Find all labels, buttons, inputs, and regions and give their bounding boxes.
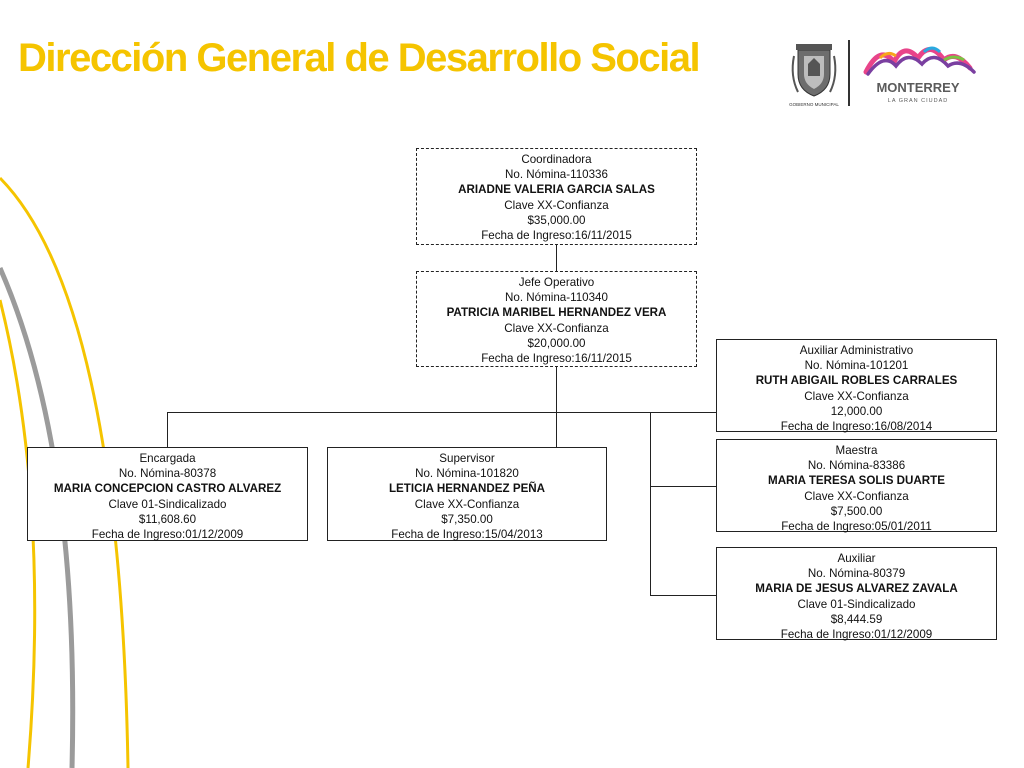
- municipal-seal-logo: GOBIERNO MUNICIPAL MONTERREY LA GRAN CIU…: [789, 40, 976, 107]
- connector-maestra: [650, 486, 716, 487]
- org-box-maestra: Maestra No. Nómina-83386 MARIA TERESA SO…: [716, 439, 997, 534]
- fecha-ingreso: Fecha de Ingreso:16/11/2015: [481, 352, 632, 366]
- fecha-ingreso: Fecha de Ingreso:01/12/2009: [780, 628, 933, 642]
- employee-name: ARIADNE VALERIA GARCIA SALAS: [458, 183, 655, 197]
- seal-text: GOBIERNO MUNICIPAL: [789, 102, 839, 107]
- org-box-jefe-operativo: Jefe Operativo No. Nómina-110340 PATRICI…: [416, 271, 697, 367]
- connector-coord-jefe: [556, 245, 557, 271]
- connector-horizontal: [167, 412, 716, 413]
- role: Jefe Operativo: [518, 276, 595, 289]
- role: Supervisor: [439, 452, 495, 465]
- salary: $11,608.60: [138, 512, 197, 526]
- org-box-auxiliar: Auxiliar No. Nómina-80379 MARIA DE JESUS…: [716, 547, 997, 642]
- nomina: No. Nómina-83386: [807, 459, 906, 473]
- employee-name: MARIA CONCEPCION CASTRO ALVAREZ: [53, 482, 282, 496]
- salary: $20,000.00: [527, 336, 586, 350]
- connector-jefe-down: [556, 366, 557, 448]
- employee-name: PATRICIA MARIBEL HERNANDEZ VERA: [446, 306, 667, 320]
- nomina: No. Nómina-101820: [415, 467, 519, 481]
- org-box-auxiliar-administrativo: Auxiliar Administrativo No. Nómina-10120…: [716, 339, 997, 434]
- role: Maestra: [835, 444, 878, 457]
- employee-name: LETICIA HERNANDEZ PEÑA: [388, 482, 546, 496]
- role: Encargada: [139, 452, 196, 465]
- salary: $35,000.00: [527, 213, 586, 227]
- clave: Clave XX-Confianza: [804, 389, 909, 403]
- connector-auxiliar: [650, 595, 716, 596]
- employee-name: MARIA DE JESUS ALVAREZ ZAVALA: [755, 582, 958, 596]
- nomina: No. Nómina-110340: [505, 291, 608, 305]
- fecha-ingreso: Fecha de Ingreso:16/11/2015: [481, 229, 632, 243]
- fecha-ingreso: Fecha de Ingreso:16/08/2014: [780, 420, 933, 434]
- connector-right-vertical: [650, 412, 651, 596]
- fecha-ingreso: Fecha de Ingreso:01/12/2009: [91, 528, 244, 542]
- org-box-coordinadora: Coordinadora No. Nómina-110336 ARIADNE V…: [416, 148, 697, 245]
- salary: $8,444.59: [830, 612, 883, 626]
- clave: Clave XX-Confianza: [804, 489, 909, 503]
- employee-name: MARIA TERESA SOLIS DUARTE: [768, 474, 945, 488]
- logo-area: GOBIERNO MUNICIPAL MONTERREY LA GRAN CIU…: [784, 36, 984, 108]
- clave: Clave XX-Confianza: [414, 497, 520, 511]
- shield-icon: [791, 44, 837, 97]
- clave: Clave XX-Confianza: [504, 321, 609, 335]
- nomina: No. Nómina-101201: [804, 359, 909, 373]
- monterrey-mountains-logo: [863, 46, 976, 76]
- clave: Clave 01-Sindicalizado: [108, 497, 227, 511]
- employee-name: RUTH ABIGAIL ROBLES CARRALES: [755, 374, 958, 388]
- role: Coordinadora: [521, 153, 592, 166]
- salary: $7,350.00: [441, 512, 493, 526]
- page-title: Dirección General de Desarrollo Social: [18, 36, 701, 80]
- connector-encargada: [167, 412, 168, 448]
- role: Auxiliar Administrativo: [799, 344, 914, 357]
- nomina: No. Nómina-80379: [807, 567, 906, 581]
- clave: Clave 01-Sindicalizado: [797, 597, 916, 611]
- nomina: No. Nómina-80378: [118, 467, 217, 481]
- logo-divider: [848, 40, 850, 106]
- fecha-ingreso: Fecha de Ingreso:15/04/2013: [391, 528, 543, 542]
- fecha-ingreso: Fecha de Ingreso:05/01/2011: [781, 520, 932, 534]
- salary: $7,500.00: [830, 504, 883, 518]
- brand-tagline: LA GRAN CIUDAD: [888, 98, 948, 104]
- role: Auxiliar: [837, 552, 876, 565]
- org-box-encargada: Encargada No. Nómina-80378 MARIA CONCEPC…: [27, 447, 308, 541]
- org-box-supervisor: Supervisor No. Nómina-101820 LETICIA HER…: [327, 447, 607, 541]
- salary: 12,000.00: [830, 404, 883, 418]
- clave: Clave XX-Confianza: [504, 198, 609, 212]
- brand-name: MONTERREY: [876, 80, 959, 95]
- nomina: No. Nómina-110336: [505, 168, 608, 182]
